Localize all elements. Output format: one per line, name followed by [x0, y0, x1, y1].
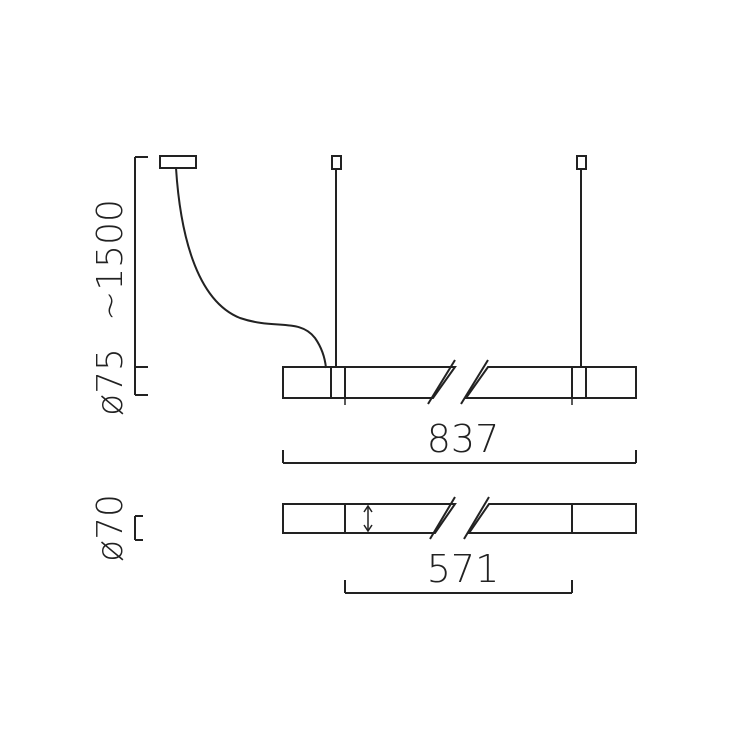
suspension-wire-left	[331, 155, 342, 366]
diameter-upper-label: ø75	[90, 348, 131, 416]
suspension-dimension-bracket	[134, 156, 148, 396]
suspension-length-label: ~1500	[90, 199, 131, 321]
break-mark-upper	[427, 359, 489, 405]
lower-body-right	[467, 503, 637, 534]
break-mark-lower	[429, 496, 490, 540]
power-cable	[175, 167, 327, 369]
luminaire-body-left	[282, 366, 457, 405]
luminaire-body-right	[464, 366, 637, 405]
ceiling-canopy	[159, 155, 197, 169]
inner-length-dimension-line	[344, 580, 573, 594]
lower-view: ø70 571	[90, 494, 637, 594]
inner-length-label: 571	[427, 547, 500, 591]
upper-view: 837 ~1500 ø75	[90, 155, 637, 464]
diameter-lower-label: ø70	[90, 494, 131, 562]
total-length-dimension-line	[282, 450, 637, 464]
suspension-wire-right	[576, 155, 587, 366]
diameter-lower-bracket	[134, 515, 143, 541]
total-length-label: 837	[427, 417, 500, 461]
lower-body-left	[282, 503, 457, 534]
